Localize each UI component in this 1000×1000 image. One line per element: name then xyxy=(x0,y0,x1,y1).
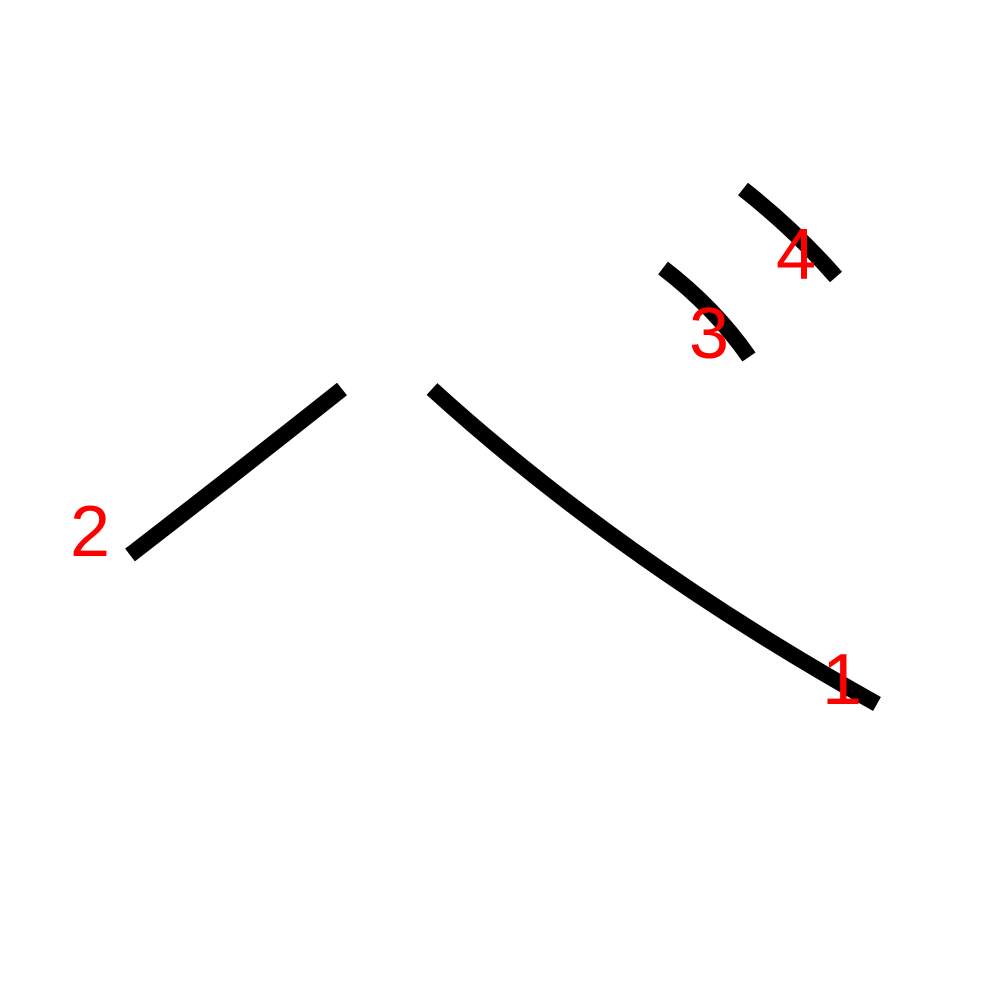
stroke-number-1: 1 xyxy=(822,640,862,720)
stroke-2 xyxy=(125,382,347,562)
stroke-number-3: 3 xyxy=(689,294,729,374)
stroke-1 xyxy=(426,383,881,711)
stroke-number-2: 2 xyxy=(70,492,110,572)
stroke-3 xyxy=(658,261,756,362)
stroke-labels: 1 2 3 4 xyxy=(70,215,862,720)
stroke-4 xyxy=(738,182,843,283)
stroke-number-4: 4 xyxy=(776,215,816,295)
stroke-paths xyxy=(125,182,881,711)
